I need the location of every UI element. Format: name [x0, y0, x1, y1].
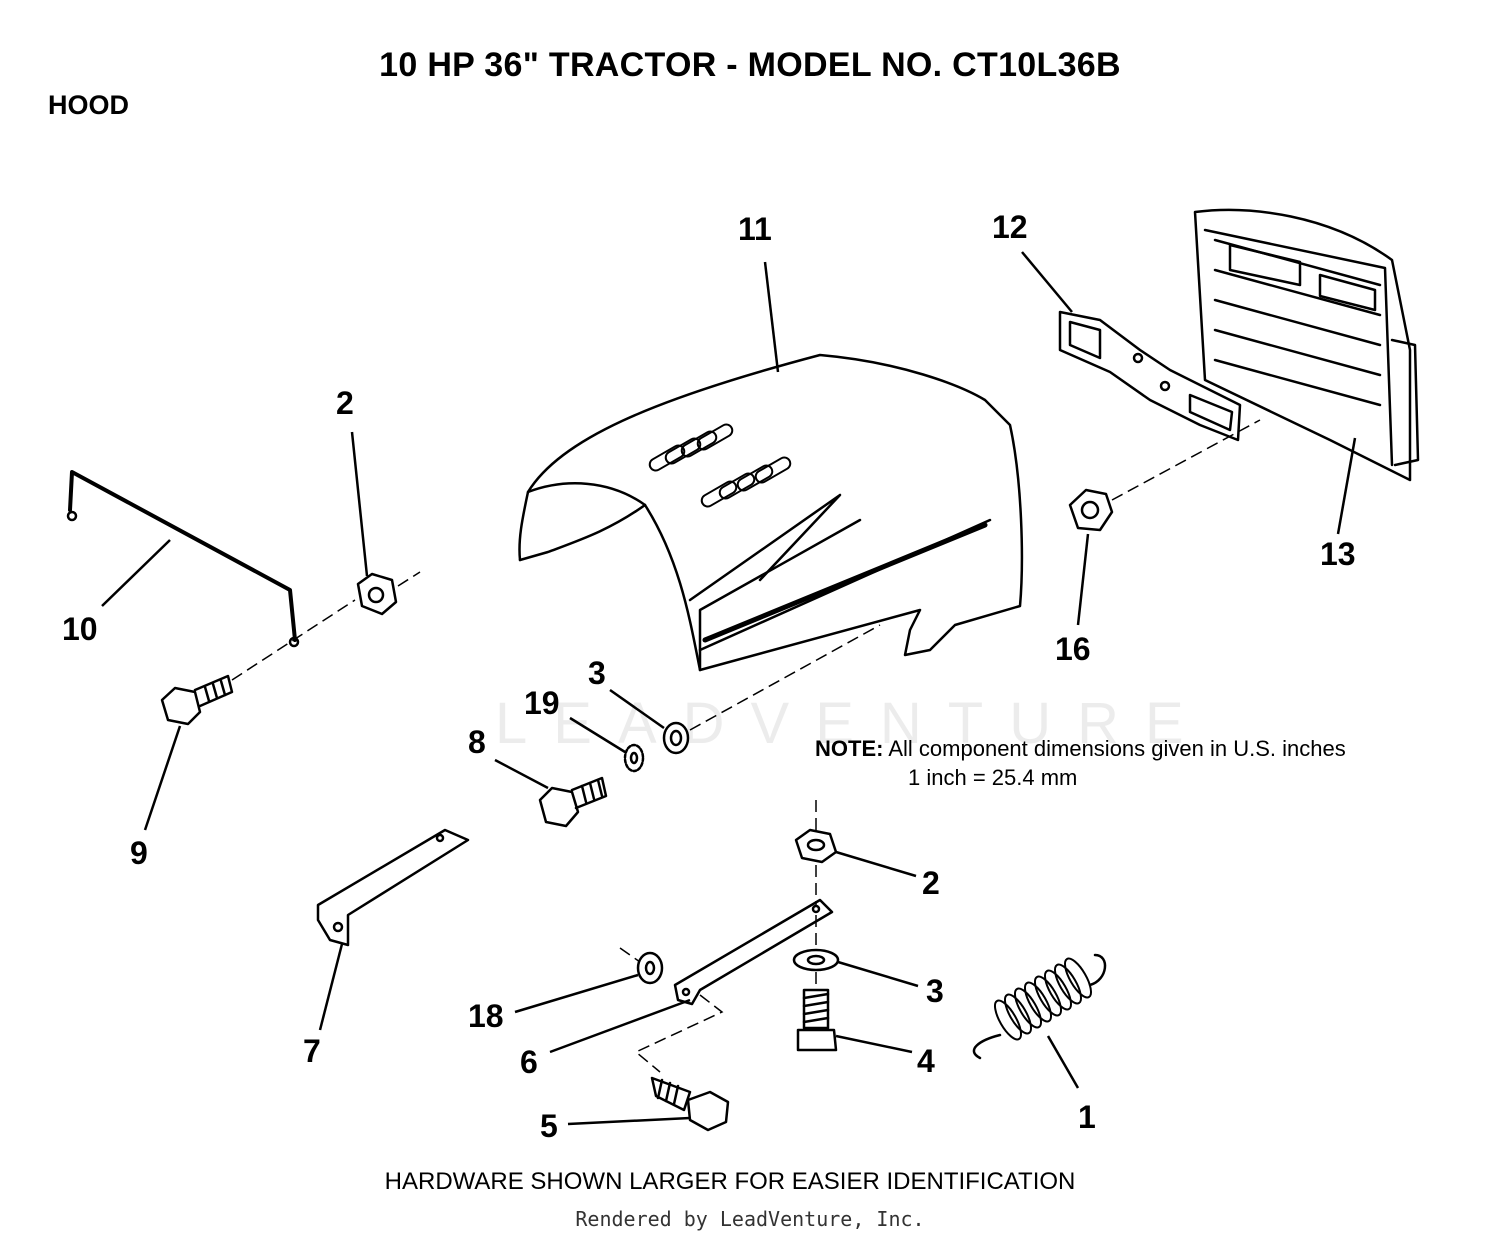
callout-16: 16	[1055, 631, 1091, 667]
callout-7: 7	[303, 1033, 321, 1069]
leader-line	[837, 960, 919, 988]
leader-line	[318, 943, 344, 1031]
washer-part	[636, 951, 664, 985]
note-line-1: All component dimensions given in U.S. i…	[888, 736, 1346, 761]
leader-line	[101, 539, 171, 607]
callout-3-lower: 3	[926, 973, 944, 1009]
leader-line	[143, 725, 182, 831]
leader-line	[569, 716, 626, 754]
callout-2-lower: 2	[922, 865, 940, 901]
leader-line	[763, 261, 780, 373]
hood-link-part	[673, 898, 834, 1006]
note-line-2: 1 inch = 25.4 mm	[908, 765, 1078, 790]
callout-12: 12	[992, 209, 1028, 245]
callout-3-upper: 3	[588, 655, 606, 691]
callout-8: 8	[468, 724, 486, 760]
washer-part	[792, 948, 840, 972]
leader-line	[350, 431, 369, 577]
leader-line	[1336, 437, 1357, 535]
leader-line	[549, 998, 691, 1054]
bolt-part	[796, 988, 838, 1052]
dimension-note: NOTE: All component dimensions given in …	[815, 734, 1346, 792]
diagram-title: 10 HP 36" TRACTOR - MODEL NO. CT10L36B	[379, 46, 1121, 84]
spring-part	[972, 953, 1107, 1060]
leader-line	[835, 850, 917, 878]
callout-2-upper: 2	[336, 385, 354, 421]
callout-13: 13	[1320, 536, 1356, 572]
hex-nut-part	[794, 828, 838, 864]
leader-line	[1046, 1035, 1080, 1089]
callout-18: 18	[468, 998, 504, 1034]
section-label: HOOD	[48, 90, 129, 120]
grille-part	[1193, 208, 1420, 482]
credit-text: Rendered by LeadVenture, Inc.	[575, 1207, 925, 1231]
callout-1: 1	[1078, 1099, 1096, 1135]
footer-text: HARDWARE SHOWN LARGER FOR EASIER IDENTIF…	[384, 1168, 1076, 1195]
leader-line	[1076, 533, 1090, 626]
lock-washer-part	[623, 743, 645, 773]
bolt-part	[650, 1076, 730, 1132]
leader-line	[1021, 251, 1073, 313]
support-bracket-part	[316, 828, 470, 947]
callout-19: 19	[524, 685, 560, 721]
leader-line	[514, 973, 639, 1014]
watermark-text: LEADVENTURE	[495, 691, 1210, 756]
callout-10: 10	[62, 611, 98, 647]
bolt-part	[160, 674, 234, 726]
callout-5: 5	[540, 1108, 558, 1144]
callout-6: 6	[520, 1044, 538, 1080]
washer-part	[662, 721, 690, 755]
callout-11: 11	[738, 211, 772, 247]
hood-part	[518, 353, 1024, 672]
hood-rod-part	[66, 470, 300, 648]
grille-bracket-part	[1058, 310, 1242, 442]
leader-line	[609, 688, 665, 730]
callout-9: 9	[130, 835, 148, 871]
leader-line	[835, 1034, 913, 1054]
callout-4: 4	[917, 1043, 935, 1079]
flange-nut-part	[1068, 488, 1114, 532]
note-label: NOTE:	[815, 736, 884, 761]
leader-line	[567, 1116, 691, 1126]
leader-line	[494, 758, 549, 790]
hex-nut-part	[356, 572, 398, 616]
bolt-part	[538, 776, 608, 828]
